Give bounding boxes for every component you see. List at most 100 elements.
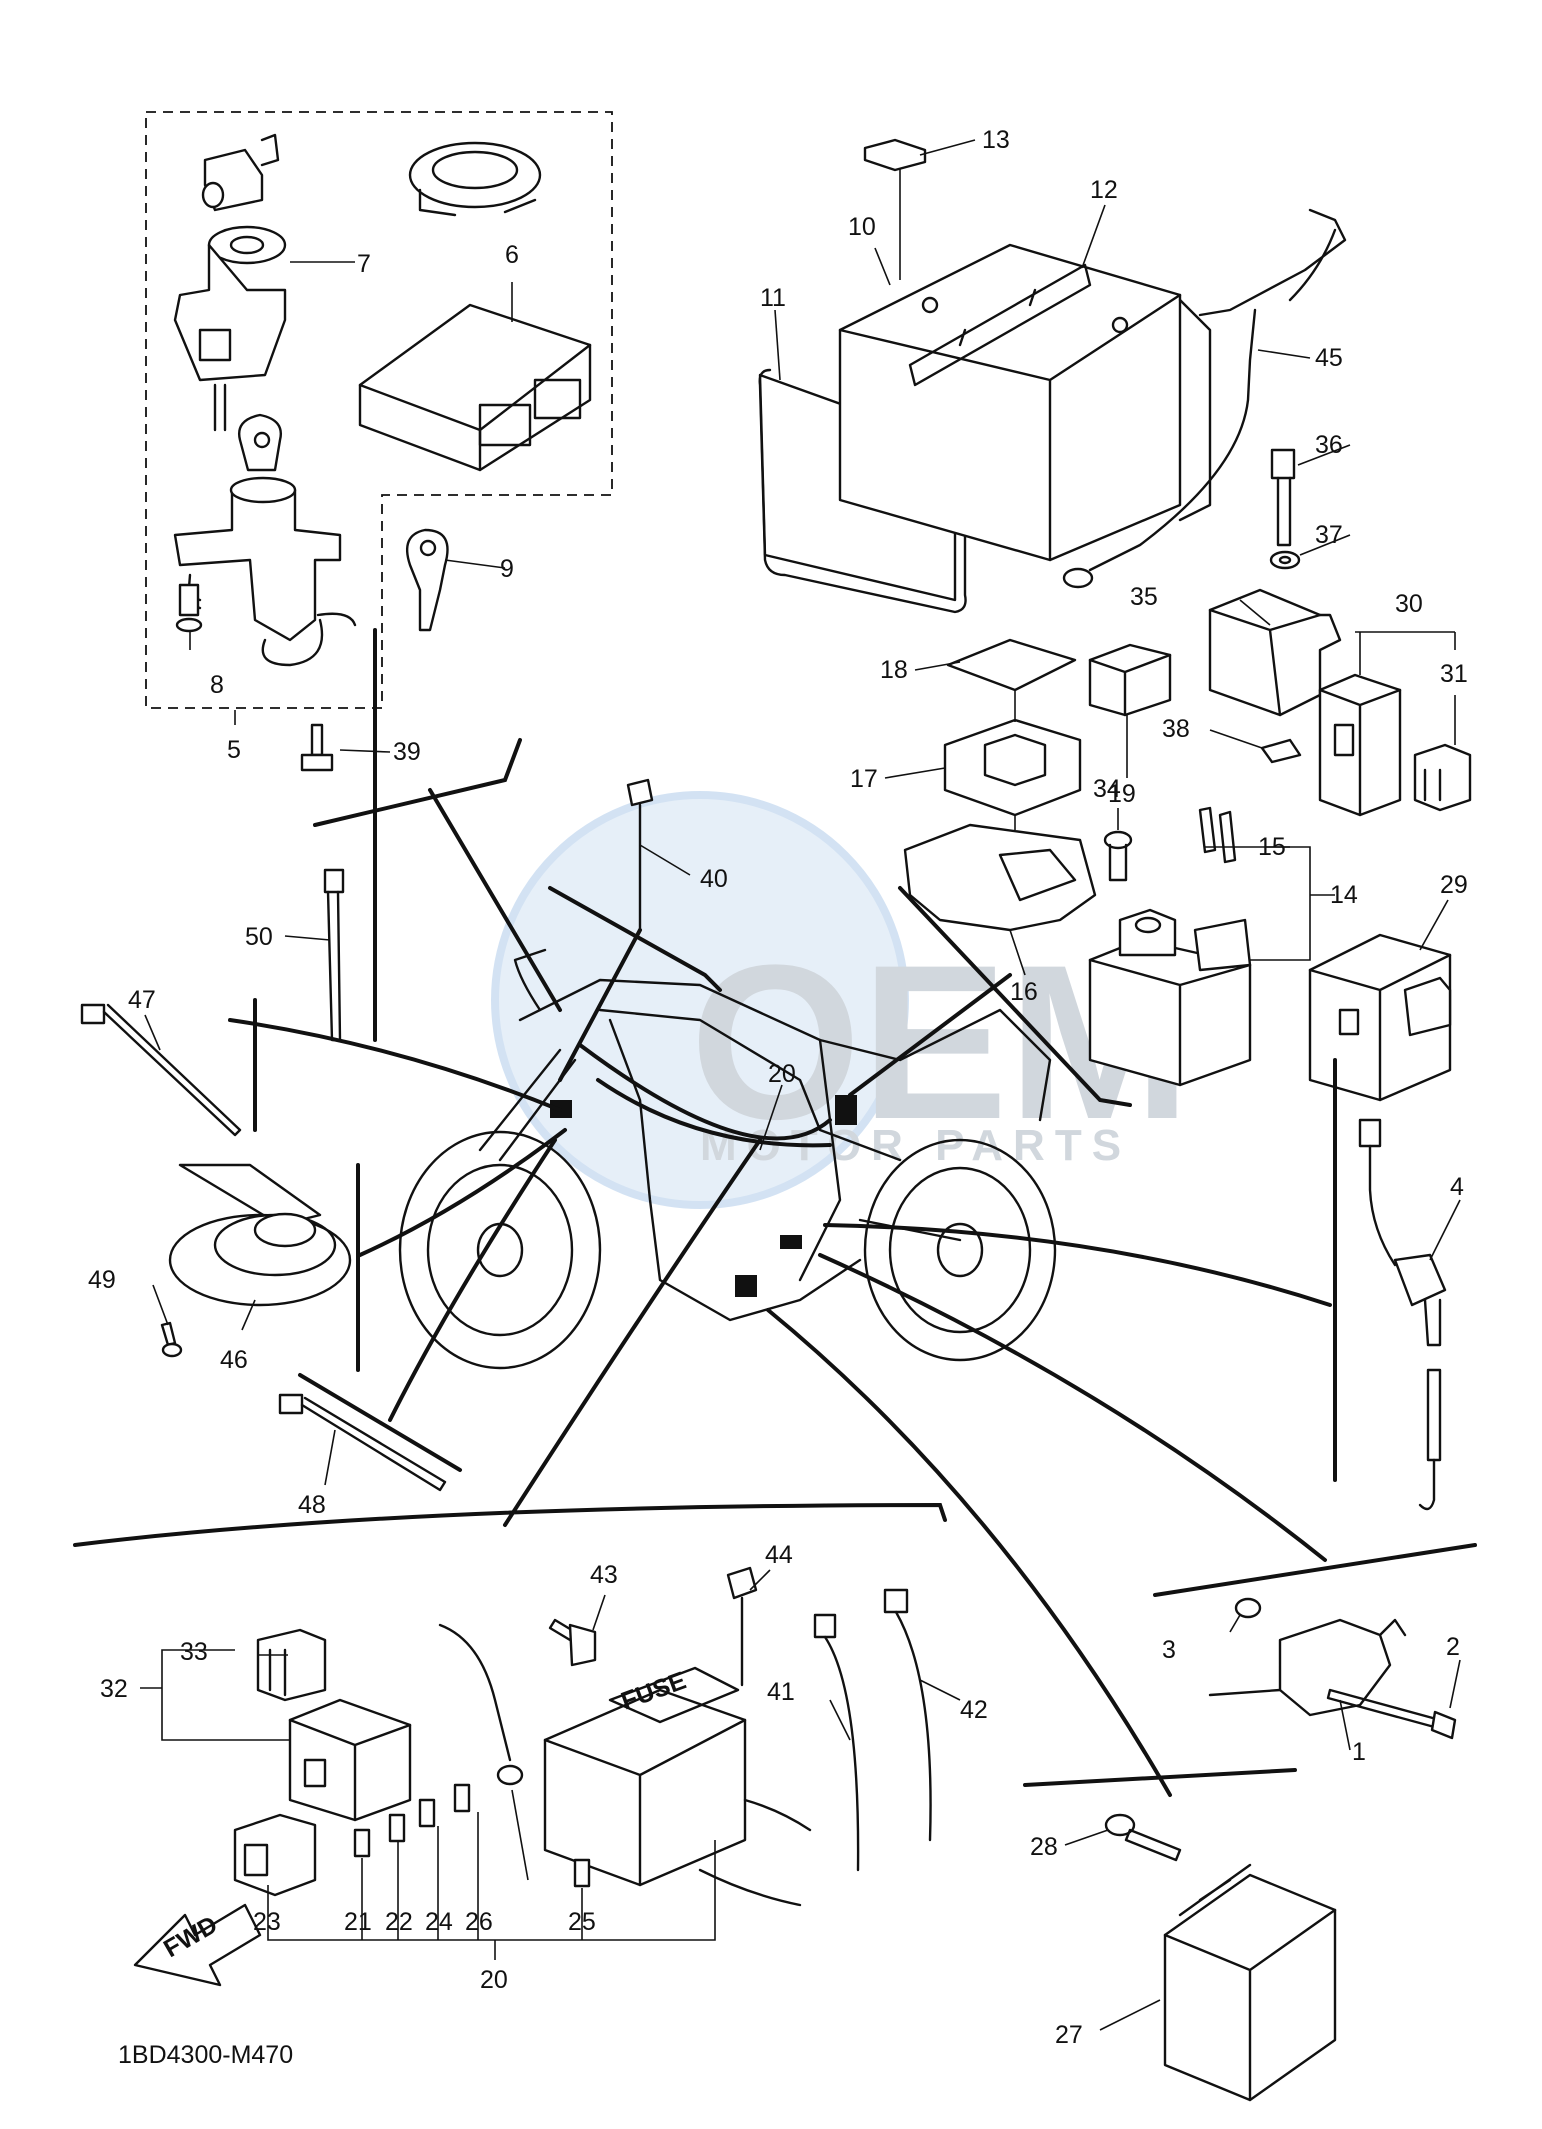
tie-50 (323, 868, 345, 1042)
tie-47 (80, 1003, 242, 1137)
label-20-bottom: 20 (480, 1966, 508, 1994)
label-33: 33 (180, 1638, 208, 1666)
label-39: 39 (393, 738, 421, 766)
connector-33 (256, 1628, 327, 1702)
label-22: 22 (385, 1908, 413, 1936)
relay-30 (1318, 673, 1402, 817)
fwd-arrow: FWD (133, 1903, 262, 1987)
watermark-sub: MOTOR PARTS (700, 1121, 1131, 1170)
clamp-40 (626, 778, 654, 932)
label-16: 16 (1010, 978, 1038, 1006)
label-19: 19 (1108, 780, 1136, 808)
label-37: 37 (1315, 521, 1343, 549)
label-10: 10 (848, 213, 876, 241)
ground-lead (438, 1623, 524, 1786)
cover-16 (903, 823, 1097, 932)
connector-34 (1088, 643, 1172, 717)
label-11: 11 (760, 284, 786, 312)
connector-23 (233, 1813, 317, 1897)
pad-18 (946, 638, 1077, 692)
part-labels: 1 2 3 4 5 6 7 8 9 10 11 12 13 14 15 16 1… (88, 126, 1468, 2049)
label-25: 25 (568, 1908, 596, 1936)
label-4: 4 (1450, 1173, 1464, 1201)
label-20-top: 20 (768, 1060, 796, 1088)
label-23: 23 (253, 1908, 281, 1936)
connector-32 (288, 1698, 412, 1822)
label-44: 44 (765, 1541, 793, 1569)
label-9: 9 (500, 555, 514, 583)
clip-38 (1260, 738, 1302, 764)
label-32: 32 (100, 1675, 128, 1703)
label-6: 6 (505, 241, 519, 269)
seat-lock-part (201, 133, 280, 212)
bolt-36 (1270, 448, 1296, 547)
label-31: 31 (1440, 660, 1468, 688)
terminal-cover-part (863, 138, 927, 172)
battery-lead-part (1062, 208, 1347, 589)
label-27: 27 (1055, 2021, 1083, 2049)
label-38: 38 (1162, 715, 1190, 743)
sensor-4 (1358, 1118, 1447, 1511)
tie-48 (278, 1393, 447, 1492)
lead-41 (813, 1613, 860, 1872)
label-14: 14 (1330, 881, 1358, 909)
starter-relay-14 (1088, 908, 1252, 1087)
label-8: 8 (210, 671, 224, 699)
leader-lines (140, 139, 1461, 2031)
label-45: 45 (1315, 344, 1343, 372)
bolt-39 (300, 723, 334, 772)
main-switch-part (173, 225, 287, 432)
label-50: 50 (245, 923, 273, 951)
label-43: 43 (590, 1561, 618, 1589)
switch-1 (1208, 1618, 1407, 1717)
key-part (405, 528, 449, 632)
horn-46 (168, 1163, 352, 1307)
clamp-44 (726, 1566, 758, 1687)
screw-49 (160, 1321, 183, 1358)
battery-part (838, 243, 1212, 562)
label-17: 17 (850, 765, 878, 793)
label-5: 5 (227, 736, 241, 764)
label-46: 46 (220, 1346, 248, 1374)
ecu-part (358, 303, 592, 472)
fuel-cap-part (408, 141, 542, 217)
label-42: 42 (960, 1696, 988, 1724)
label-35: 35 (1130, 583, 1158, 611)
fuse-15 (1198, 806, 1237, 864)
label-24: 24 (425, 1908, 453, 1936)
label-26: 26 (465, 1908, 493, 1936)
label-15: 15 (1258, 833, 1286, 861)
label-13: 13 (982, 126, 1010, 154)
nut-3 (1234, 1597, 1262, 1619)
diagram-code: 1BD4300-M470 (118, 2041, 293, 2069)
ignition-set-group (145, 111, 613, 709)
bolt-2 (1326, 1688, 1457, 1740)
label-30: 30 (1395, 590, 1423, 618)
label-41: 41 (767, 1678, 795, 1706)
label-2: 2 (1446, 1633, 1460, 1661)
label-28: 28 (1030, 1833, 1058, 1861)
callout-lines (73, 628, 1477, 1797)
label-40: 40 (700, 865, 728, 893)
label-3: 3 (1162, 1636, 1176, 1664)
bolt-28 (1104, 1813, 1182, 1862)
watermark: OEM MOTOR PARTS (491, 791, 1191, 1209)
regulator-27 (1163, 1863, 1337, 2102)
label-36: 36 (1315, 431, 1343, 459)
label-29: 29 (1440, 871, 1468, 899)
label-49: 49 (88, 1266, 116, 1294)
label-12: 12 (1090, 176, 1118, 204)
bolt-8 (175, 583, 203, 633)
bolt-19 (1103, 830, 1133, 882)
label-7: 7 (357, 250, 371, 278)
lead-42 (883, 1588, 932, 1842)
washer-37 (1269, 550, 1301, 570)
battery-band-part (908, 263, 1092, 387)
steering-lock-part (173, 413, 357, 667)
relay-29 (1308, 933, 1452, 1102)
label-34: 34 (1093, 775, 1121, 803)
label-48: 48 (298, 1491, 326, 1519)
label-47: 47 (128, 986, 156, 1014)
motorcycle-markers (550, 1095, 857, 1297)
